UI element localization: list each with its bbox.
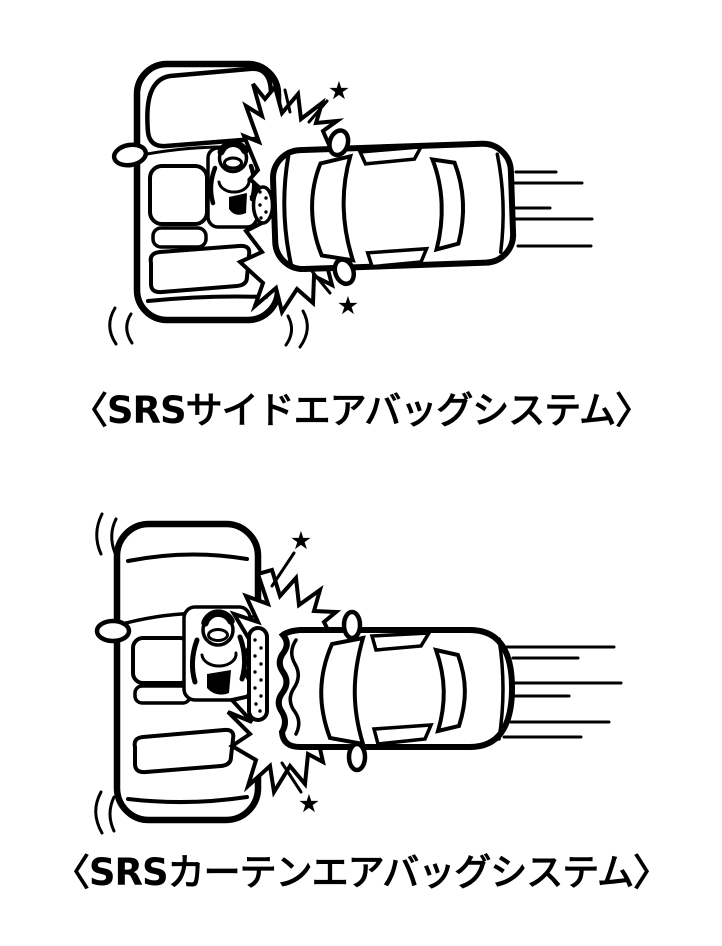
- shake-lines: [108, 306, 309, 349]
- impact-stars: ★ ★: [283, 76, 359, 320]
- car-windshield: [319, 635, 366, 747]
- impact-star-icon: ★: [337, 291, 359, 320]
- van-roof-inner-line: [126, 552, 249, 563]
- figure-caption-curtain-airbag: 〈SRSカーテンエアバッグシステム〉: [52, 851, 670, 894]
- impact-star-icon: ★: [328, 76, 350, 105]
- impact-stars: ★ ★: [270, 526, 320, 818]
- rear-bench-seat: [132, 727, 236, 775]
- car-windshield: [310, 153, 356, 263]
- rear-bench-seat: [148, 243, 252, 295]
- car-right-side-window: [365, 246, 430, 269]
- passenger-seat: [148, 164, 209, 226]
- driver-right-arm: [237, 634, 248, 682]
- figure-curtain-airbag-scene: ★ ★: [94, 512, 623, 835]
- car-left-side-window: [369, 631, 433, 652]
- passenger-seat-cushion: [151, 226, 208, 249]
- driver-figure: [182, 605, 252, 702]
- van-left-mirror: [94, 618, 132, 644]
- driver-hair: [201, 609, 235, 627]
- car-rear-window: [429, 157, 465, 253]
- shake-lines: [94, 512, 118, 835]
- car-left-mirror: [341, 609, 363, 641]
- speed-lines: [502, 645, 623, 739]
- steering-wheel: [217, 178, 251, 194]
- curtain-airbag: [247, 626, 269, 722]
- driver-face: [223, 156, 243, 170]
- car-left-mirror: [327, 128, 351, 158]
- car-right-mirror: [346, 741, 368, 773]
- car-front-bumper-line: [282, 154, 294, 267]
- van-left-mirror: [111, 142, 149, 168]
- driver-left-arm: [189, 637, 200, 685]
- impact-star-icon: ★: [290, 526, 312, 555]
- speed-lines: [509, 170, 594, 248]
- striking-car: [270, 128, 517, 287]
- driver-figure: [206, 140, 259, 229]
- striking-car: [275, 609, 516, 773]
- car-right-side-window: [371, 723, 434, 746]
- passenger-seat-cushion: [133, 684, 192, 705]
- passenger-seat: [131, 636, 192, 685]
- struck-van: [111, 60, 282, 324]
- van-rear-inner-line: [146, 294, 268, 303]
- driver-torso: [207, 670, 231, 695]
- van-windshield: [145, 66, 274, 149]
- figure-side-airbag-scene: ★ ★: [108, 60, 594, 349]
- driver-left-arm: [208, 165, 218, 206]
- car-rear-window: [432, 647, 467, 734]
- side-airbag: [251, 185, 275, 225]
- car-rear-bumper-line: [497, 637, 505, 741]
- figure-caption-side-airbag: 〈SRSサイドエアバッグシステム〉: [70, 389, 652, 432]
- car-left-side-window: [357, 144, 425, 166]
- impact-star-icon: ★: [298, 789, 320, 818]
- car-crumple-line: [288, 638, 301, 736]
- driver-torso: [229, 193, 247, 215]
- car-right-mirror: [332, 257, 357, 287]
- van-rear-inner-line: [126, 795, 249, 805]
- steering-wheel: [200, 651, 238, 668]
- car-rear-bumper-line: [495, 152, 505, 254]
- driver-face: [207, 628, 229, 642]
- driver-hair: [217, 140, 249, 156]
